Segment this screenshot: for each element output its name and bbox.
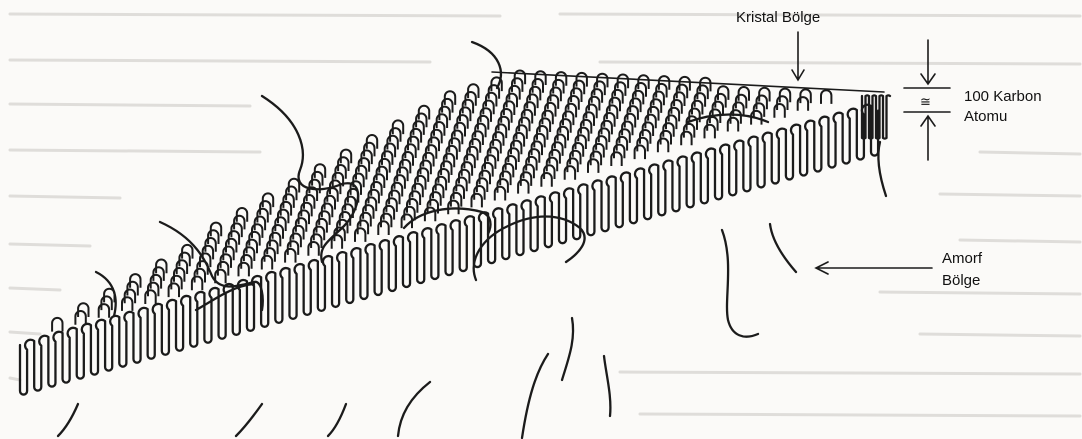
chain-fold-loop xyxy=(635,145,645,159)
bleed-through-line xyxy=(920,334,1080,336)
amorphous-region-label-line1: Amorf xyxy=(942,250,983,267)
lamella-right-face xyxy=(862,95,890,138)
amorphous-chain xyxy=(878,142,886,196)
chain-fold-loop xyxy=(52,318,62,332)
approx-symbol: ≅ xyxy=(920,94,931,109)
amorphous-chain xyxy=(770,224,796,272)
thickness-unit-label: Atomu xyxy=(964,108,1007,125)
chain-fold-loop xyxy=(821,90,831,104)
amorphous-chain xyxy=(522,354,548,438)
chain-fold-loop xyxy=(285,249,295,263)
amorphous-chain xyxy=(472,42,501,88)
bleed-through-line xyxy=(10,332,40,334)
chain-fold-loop xyxy=(658,139,668,153)
chain-fold-loop xyxy=(798,97,808,111)
bleed-through-line xyxy=(880,292,1080,294)
amorphous-chain xyxy=(562,318,573,380)
amorphous-chain xyxy=(58,404,78,436)
bleed-through-line xyxy=(10,150,260,152)
chain-fold-loop xyxy=(378,221,388,235)
amorphous-chain xyxy=(722,230,758,337)
bleed-through-line xyxy=(940,194,1080,196)
chain-fold-loop xyxy=(705,125,715,139)
chain-fold-loop xyxy=(518,180,528,194)
chain-fold-loop xyxy=(681,132,691,146)
amorphous-region-label-line2: Bölge xyxy=(942,272,980,289)
chain-fold-loop xyxy=(728,118,738,132)
chain-fold-loop xyxy=(355,228,365,242)
bleed-through-line xyxy=(980,152,1080,154)
bleed-through-line xyxy=(10,60,430,62)
crystal-region-arrow xyxy=(792,32,804,80)
chain-fold-loop xyxy=(192,277,202,291)
amorphous-region-arrow xyxy=(816,262,932,274)
chain-fold-loop xyxy=(145,290,155,304)
chain-fold-loop xyxy=(472,194,482,208)
amorphous-chain xyxy=(398,382,430,436)
thickness-label: 100 Karbon xyxy=(964,88,1042,105)
bleed-through-line xyxy=(600,62,1080,64)
amorphous-chain xyxy=(236,404,262,436)
chain-fold-loop xyxy=(169,283,179,297)
bleed-through-line xyxy=(10,288,60,290)
chain-fold-loop xyxy=(239,263,249,277)
chain-fold-loop xyxy=(308,242,318,256)
chain-fold-loop xyxy=(541,173,551,187)
crystal-region-label: Kristal Bölge xyxy=(736,9,820,26)
bleed-through-line xyxy=(10,14,500,16)
bleed-through-line xyxy=(10,104,250,106)
chain-fold-loop xyxy=(495,187,505,201)
chain-fold-loop xyxy=(122,297,132,311)
chain-fold-loops xyxy=(52,71,831,332)
chain-fold-loop xyxy=(774,104,784,118)
chain-fold-loop xyxy=(262,256,272,270)
chain-fold-loop xyxy=(611,152,621,166)
chain-fold-loop xyxy=(99,304,109,318)
bleed-through-line xyxy=(10,378,20,380)
bleed-through-line xyxy=(620,372,1080,374)
amorphous-chain xyxy=(604,356,610,416)
chain-fold-loop xyxy=(75,311,85,325)
bleed-through-line xyxy=(10,244,90,246)
bleed-through-line xyxy=(10,196,120,198)
bleed-through-line xyxy=(640,414,1080,416)
chain-fold-loop xyxy=(588,159,598,173)
amorphous-chain xyxy=(328,404,346,436)
bleed-through-line xyxy=(960,240,1080,242)
chain-fold-loop xyxy=(565,166,575,180)
